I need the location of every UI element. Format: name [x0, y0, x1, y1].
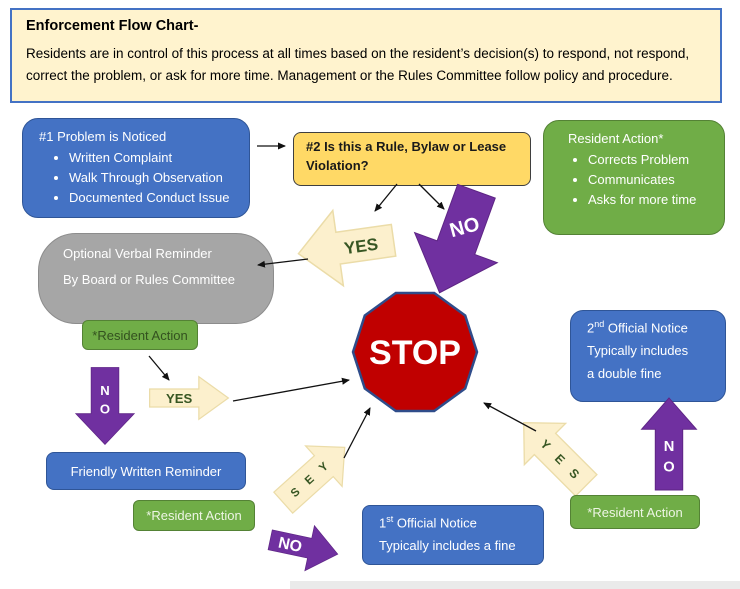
up-block-arrow-icon: Y E S	[523, 422, 598, 497]
header-description: Residents are in control of this process…	[26, 46, 690, 83]
up-block-arrow-icon: Y E S	[272, 445, 346, 514]
right-block-arrow-icon: NO	[267, 524, 339, 572]
resident-action-top-list: Corrects Problem Communicates Asks for m…	[544, 152, 724, 207]
resident-action-top-box: Resident Action* Corrects Problem Commun…	[543, 120, 725, 235]
problem-noticed-list: Written Complaint Walk Through Observati…	[23, 150, 249, 205]
yes-arrow-to-stop-left: YES	[148, 372, 230, 424]
problem-noticed-box: #1 Problem is Noticed Written Complaint …	[22, 118, 250, 218]
second-notice-line2: Typically includes	[587, 343, 689, 359]
problem-noticed-title: #1 Problem is Noticed	[39, 129, 167, 144]
first-notice-line2: Typically includes a fine	[379, 538, 516, 554]
resident-action-left-box: *Resident Action	[82, 320, 198, 350]
verbal-reminder-box: Optional Verbal Reminder By Board or Rul…	[38, 233, 274, 324]
no-label: NO	[277, 535, 304, 557]
left-block-arrow-icon: YES	[297, 208, 397, 288]
no-letter: O	[663, 459, 674, 475]
first-notice-title: 1st Official Notice	[379, 514, 543, 531]
resident-action-left-label: *Resident Action	[92, 327, 188, 343]
list-item: Asks for more time	[588, 192, 724, 207]
verbal-reminder-line2: By Board or Rules Committee	[63, 272, 235, 287]
violation-question-box: #2 Is this a Rule, Bylaw or Lease Violat…	[293, 132, 531, 186]
yes-arrow-to-verbal-reminder: YES	[290, 196, 401, 297]
notice-ordinal: st	[386, 514, 394, 524]
no-letter: O	[100, 402, 110, 417]
verbal-reminder-line1: Optional Verbal Reminder	[63, 246, 212, 261]
notice-number: 1	[379, 515, 387, 531]
connector-yes-left-to-stop	[232, 377, 350, 402]
yes-label: YES	[343, 235, 379, 259]
resident-action-bottom-right-label: *Resident Action	[587, 504, 683, 520]
right-block-arrow-icon: YES	[149, 375, 230, 421]
no-arrow-to-friendly-reminder: N O	[66, 366, 144, 446]
stop-label: STOP	[369, 334, 461, 372]
list-item: Walk Through Observation	[69, 170, 249, 185]
no-letter: N	[664, 439, 675, 455]
friendly-reminder-box: Friendly Written Reminder	[46, 452, 246, 490]
no-arrow-to-first-notice: NO	[263, 511, 345, 583]
resident-action-bottom-right-box: *Resident Action	[570, 495, 700, 529]
yes-arrow-to-stop-right: Y E S	[496, 395, 615, 514]
list-item: Communicates	[588, 172, 724, 187]
second-notice-line3: a double fine	[587, 366, 662, 382]
resident-action-bottom-center-label: *Resident Action	[146, 508, 242, 523]
stop-sign: STOP	[350, 287, 480, 417]
down-block-arrow-icon: NO	[413, 183, 499, 294]
yes-label: YES	[166, 391, 192, 406]
friendly-reminder-label: Friendly Written Reminder	[70, 463, 222, 479]
stop-octagon-icon: STOP	[351, 291, 479, 413]
notice-title-rest: Official Notice	[604, 320, 688, 336]
no-letter: N	[100, 383, 109, 398]
notice-title-rest: Official Notice	[393, 515, 477, 531]
notice-number: 2	[587, 320, 595, 336]
page-edge-strip	[290, 581, 740, 589]
yes-arrow-to-stop-center: Y E S	[257, 419, 370, 532]
first-notice-box: 1st Official Notice Typically includes a…	[362, 505, 544, 565]
list-item: Corrects Problem	[588, 152, 724, 167]
no-arrow-to-stop: NO	[394, 173, 523, 311]
down-block-arrow-icon: N O	[74, 367, 136, 446]
second-notice-box: 2nd Official Notice Typically includes a…	[570, 310, 726, 402]
violation-question-text: #2 Is this a Rule, Bylaw or Lease Violat…	[306, 139, 507, 173]
no-arrow-to-second-notice: N O	[638, 396, 700, 492]
resident-action-bottom-center-box: *Resident Action	[133, 500, 255, 531]
page-title: Enforcement Flow Chart-	[26, 18, 199, 34]
list-item: Documented Conduct Issue	[69, 190, 249, 205]
up-block-arrow-icon: N O	[640, 397, 698, 491]
second-notice-title: 2nd Official Notice	[587, 319, 725, 336]
header-box: Enforcement Flow Chart- Residents are in…	[10, 8, 722, 103]
resident-action-top-title: Resident Action*	[568, 131, 664, 146]
notice-ordinal: nd	[594, 319, 605, 329]
list-item: Written Complaint	[69, 150, 249, 165]
